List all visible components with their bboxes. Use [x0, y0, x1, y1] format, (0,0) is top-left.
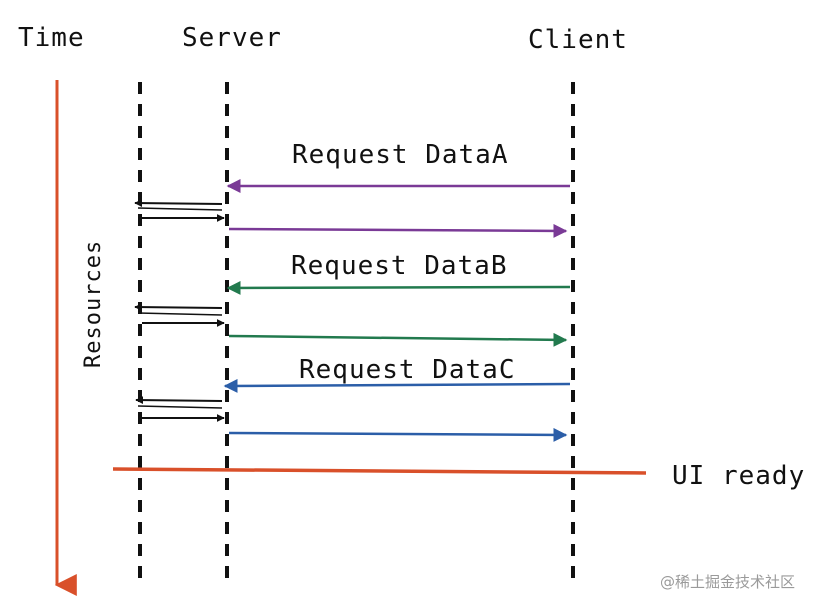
resource-fetch-b-stroke: [137, 312, 223, 316]
request-b-arrow: [226, 280, 571, 295]
response-b-arrow: [228, 332, 568, 347]
response-c-arrow: [228, 427, 568, 442]
resource-fetch-c-arrow: [135, 396, 223, 405]
resource-fetch-b-arrow: [134, 303, 223, 312]
request-c-label: Request DataC: [299, 355, 516, 385]
request-b-label: Request DataB: [291, 251, 508, 281]
resource-fetch-c-stroke: [137, 405, 223, 409]
ui-ready-label: UI ready: [672, 461, 805, 491]
resource-fetch-a-arrow: [134, 199, 223, 208]
client-label: Client: [528, 25, 628, 55]
request-c-arrow: [223, 378, 571, 393]
time-label: Time: [18, 23, 85, 53]
resources-label: Resources: [81, 240, 106, 368]
server-label: Server: [182, 23, 282, 53]
watermark: @稀土掘金技术社区: [660, 573, 795, 591]
request-a-label: Request DataA: [292, 140, 509, 170]
response-a-arrow: [228, 223, 568, 238]
ui-ready-line: [112, 467, 647, 475]
resource-fetch-a-stroke: [137, 207, 223, 211]
